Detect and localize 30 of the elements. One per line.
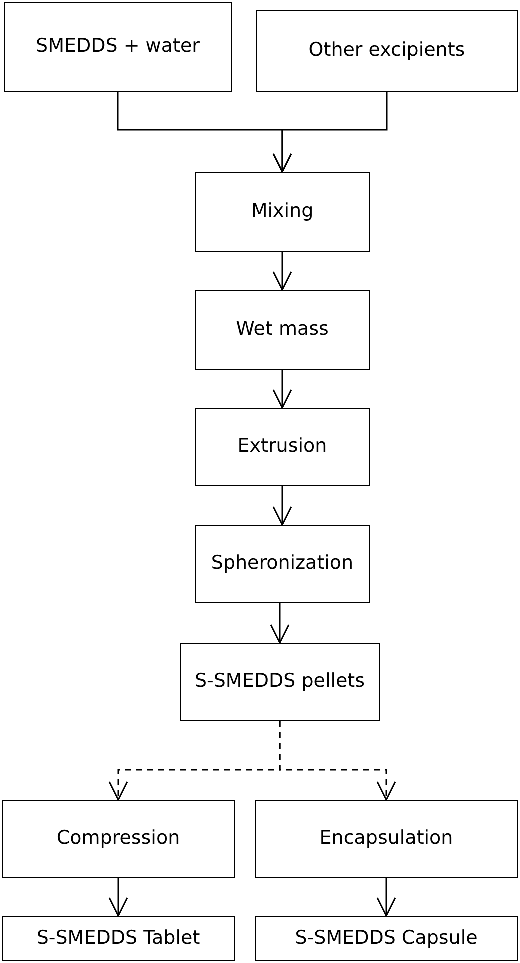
process-box xyxy=(195,290,370,370)
process-box xyxy=(255,800,518,878)
box-label: Compression xyxy=(56,826,180,852)
arrow xyxy=(376,878,396,917)
box-label: Wet mass xyxy=(236,317,329,342)
process-box xyxy=(195,525,370,603)
process-box xyxy=(2,916,235,961)
arrow xyxy=(270,603,290,644)
arrow xyxy=(279,721,396,801)
arrow xyxy=(272,486,292,526)
arrow xyxy=(272,252,292,291)
process-box xyxy=(195,172,370,252)
process-box xyxy=(255,916,518,961)
box-label: Spheronization xyxy=(211,551,354,576)
box-label: Other excipients xyxy=(308,38,466,64)
box-label: S-SMEDDS Capsule xyxy=(295,926,478,951)
box-label: Mixing xyxy=(251,199,314,224)
arrow xyxy=(272,370,292,409)
box-label: Extrusion xyxy=(238,434,328,460)
arrow xyxy=(108,878,128,917)
box-label: SMEDDS + water xyxy=(36,34,200,60)
process-box xyxy=(2,800,235,878)
process-box xyxy=(195,408,370,486)
process-box xyxy=(180,643,380,721)
arrow xyxy=(272,92,388,173)
process-box xyxy=(256,10,518,92)
process-box xyxy=(4,2,232,92)
box-label: S-SMEDDS pellets xyxy=(194,669,366,694)
box-label: Encapsulation xyxy=(320,826,454,852)
box-label: S-SMEDDS Tablet xyxy=(36,926,200,951)
